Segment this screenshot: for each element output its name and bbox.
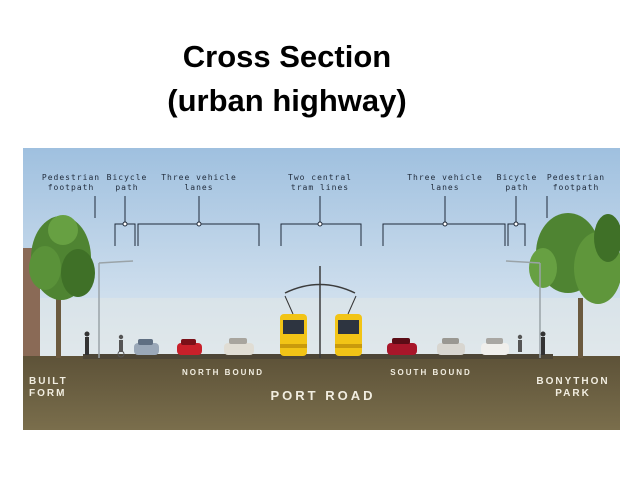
tree-right bbox=[529, 213, 620, 358]
tram-right bbox=[335, 295, 362, 356]
car-5 bbox=[437, 338, 465, 355]
label-south-bound: SOUTH BOUND bbox=[390, 368, 472, 377]
cross-section-scene: Pedestrian footpath Bicycle path Three v… bbox=[23, 148, 620, 430]
tram-left bbox=[280, 295, 307, 356]
road-surface bbox=[83, 354, 553, 359]
car-2 bbox=[177, 339, 202, 355]
car-4 bbox=[387, 338, 417, 355]
cyclist-right bbox=[517, 334, 523, 352]
title-line-1: Cross Section bbox=[182, 39, 392, 74]
tram-pole bbox=[284, 266, 356, 358]
label-pedestrian-footpath-right: Pedestrian footpath bbox=[546, 173, 606, 192]
label-vehicle-lanes-right: Three vehicle lanes bbox=[407, 173, 483, 192]
label-tram-lines: Two central tram lines bbox=[288, 173, 352, 192]
tree-left bbox=[29, 215, 95, 358]
car-1 bbox=[134, 339, 159, 355]
pedestrian-left bbox=[84, 331, 90, 355]
label-port-road: PORT ROAD bbox=[270, 388, 376, 403]
street-light-left bbox=[98, 260, 134, 358]
cross-section-illustration bbox=[23, 148, 620, 430]
car-6 bbox=[481, 338, 509, 355]
label-bicycle-path-left: Bicycle path bbox=[106, 173, 148, 192]
street-light-right bbox=[505, 260, 541, 358]
label-vehicle-lanes-left: Three vehicle lanes bbox=[161, 173, 237, 192]
title-line-2: (urban highway) bbox=[167, 83, 407, 118]
label-built-form: BUILT FORM bbox=[29, 376, 68, 399]
cyclist-left bbox=[117, 334, 125, 358]
pedestrian-right bbox=[540, 331, 546, 355]
label-pedestrian-footpath-left: Pedestrian footpath bbox=[41, 173, 101, 192]
label-bonython-park: BONYTHON PARK bbox=[536, 376, 610, 399]
annotation-dots bbox=[122, 221, 519, 227]
car-3 bbox=[224, 338, 254, 355]
label-north-bound: NORTH BOUND bbox=[182, 368, 264, 377]
ground bbox=[23, 356, 620, 430]
label-bicycle-path-right: Bicycle path bbox=[496, 173, 538, 192]
haze bbox=[23, 298, 620, 358]
